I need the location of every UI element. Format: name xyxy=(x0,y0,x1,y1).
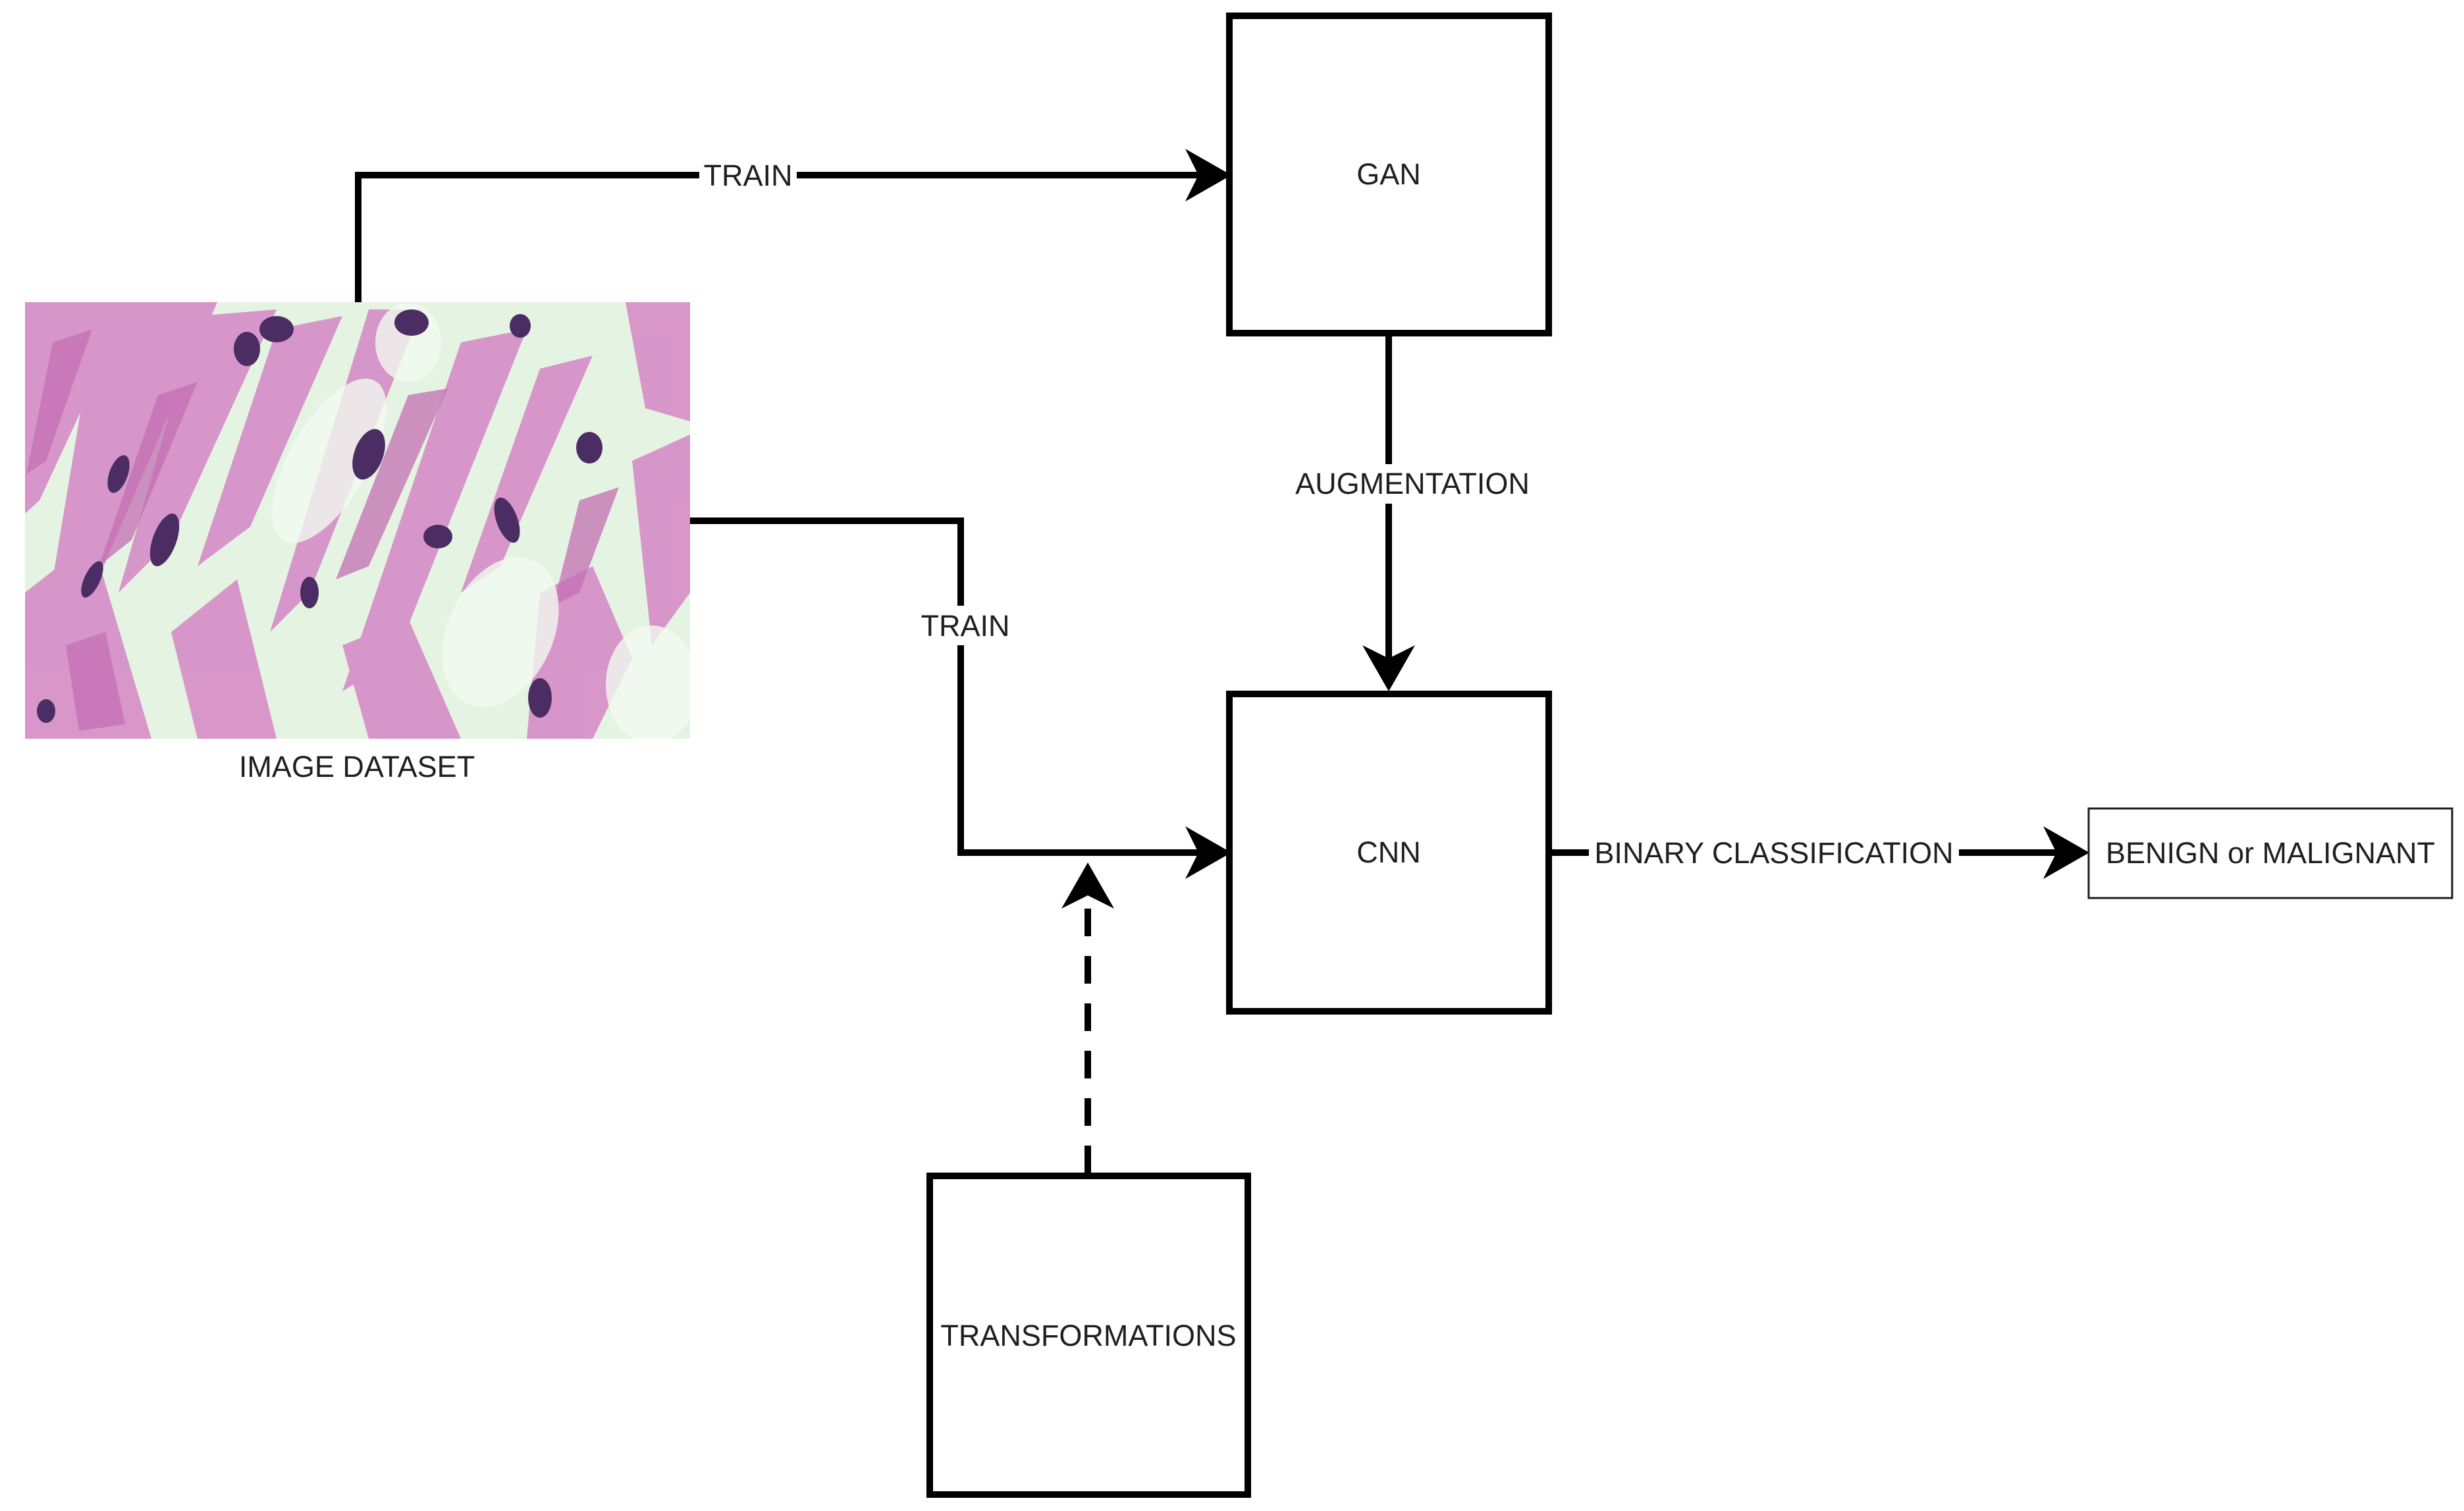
edge-binary-classification-label: BINARY CLASSIFICATION xyxy=(1594,836,1953,870)
gan-label: GAN xyxy=(1356,157,1421,191)
output-node: BENIGN or MALIGNANT xyxy=(2087,807,2453,899)
edge-train-to-gan-label: TRAIN xyxy=(704,159,793,192)
histology-image xyxy=(25,302,690,739)
edge-train-to-cnn-label: TRAIN xyxy=(921,609,1010,643)
output-label: BENIGN or MALIGNANT xyxy=(2106,836,2435,870)
gan-node: GAN xyxy=(1226,13,1552,336)
cnn-node: CNN xyxy=(1226,691,1552,1015)
image-dataset-label: IMAGE DATASET xyxy=(239,750,475,783)
edge-train-to-gan xyxy=(355,149,1231,302)
cnn-label: CNN xyxy=(1356,835,1421,869)
transformations-label: TRANSFORMATIONS xyxy=(940,1319,1236,1352)
edge-augmentation-label: AUGMENTATION xyxy=(1295,467,1530,500)
edge-train-to-cnn xyxy=(690,517,1231,879)
transformations-node: TRANSFORMATIONS xyxy=(926,1173,1251,1498)
